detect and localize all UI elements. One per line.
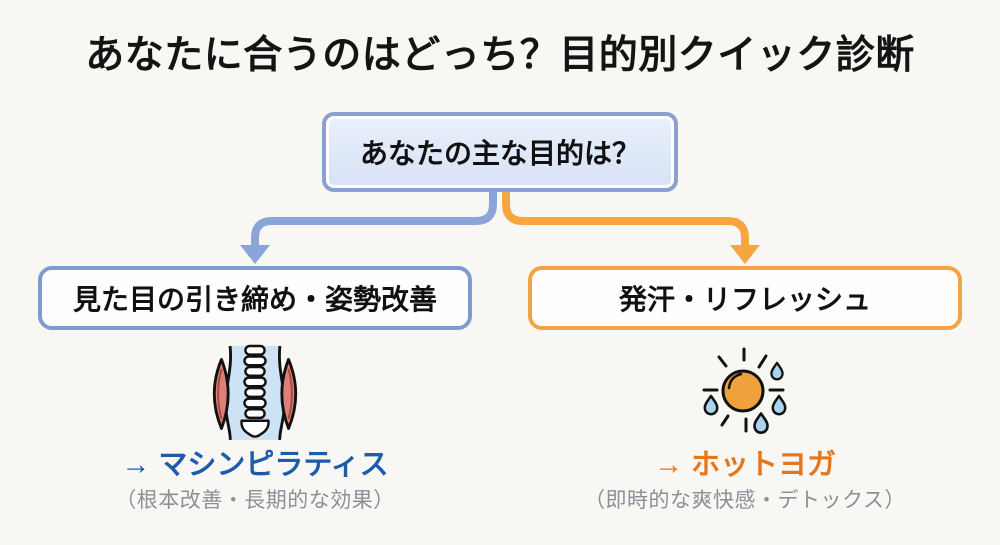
orange-arrowhead-icon [730, 245, 760, 264]
branch-label-hot-yoga: 発汗・リフレッシュ [618, 284, 871, 315]
result-label-pilates: → マシンピラティス [121, 449, 389, 481]
branch-box-hot-yoga: 発汗・リフレッシュ [528, 266, 962, 330]
result-note-pilates: （根本改善・長期的な効果） [115, 489, 395, 512]
spine-muscles-icon [212, 344, 298, 440]
result-label-hot-yoga: → ホットヨガ [653, 449, 837, 481]
hot-yoga-result-column: → ホットヨガ （即時的な爽快感・デトックス） [528, 344, 962, 514]
page-title: あなたに合うのはどっち？目的別クイック診断 [85, 34, 915, 77]
sun-sweat-drops-icon [702, 347, 787, 434]
branch-label-pilates: 見た目の引き締め・姿勢改善 [72, 284, 437, 315]
root-question-box: あなたの主な目的は？ [322, 112, 678, 192]
branch-box-pilates: 見た目の引き締め・姿勢改善 [38, 266, 472, 330]
pilates-result-column: → マシンピラティス （根本改善・長期的な効果） [38, 344, 472, 514]
blue-branch-line [251, 186, 497, 251]
root-question-label: あなたの主な目的は？ [359, 138, 640, 169]
blue-arrowhead-icon [240, 245, 270, 264]
result-note-hot-yoga: （即時的な爽快感・デトックス） [584, 489, 906, 512]
orange-branch-line [502, 184, 749, 251]
